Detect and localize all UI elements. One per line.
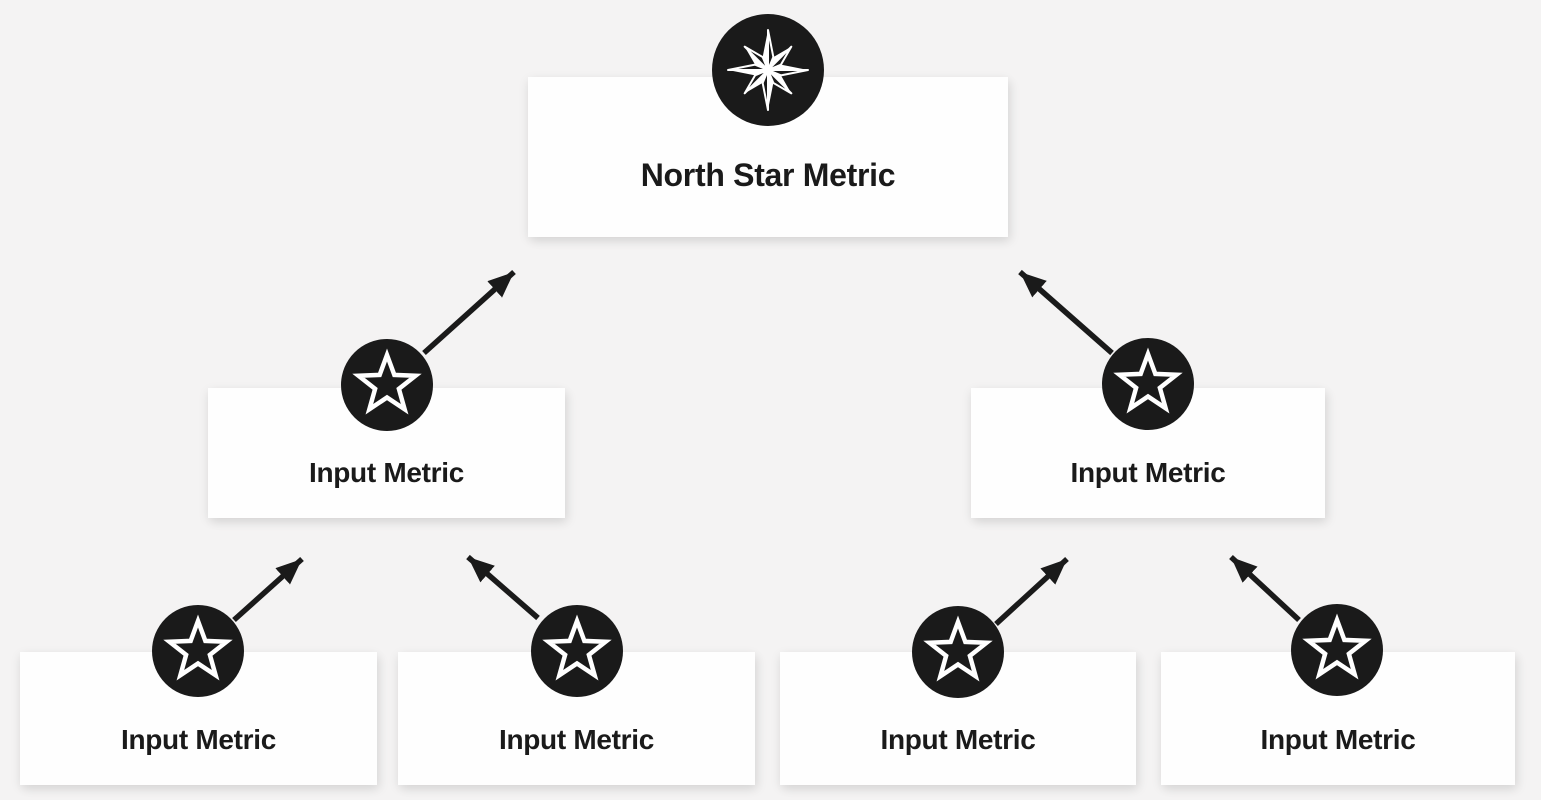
- north-star-compass-icon: [712, 14, 824, 126]
- star-icon: [1102, 338, 1194, 430]
- input-metric-label: Input Metric: [880, 724, 1036, 755]
- star-icon: [152, 605, 244, 697]
- north-star-metric-label: North Star Metric: [640, 156, 896, 193]
- star-icon: [1291, 604, 1383, 696]
- star-icon: [341, 339, 433, 431]
- arrow-input-1-to-input-left: [232, 556, 304, 623]
- star-icon: [912, 606, 1004, 698]
- arrow-input-left-to-north-star: [422, 269, 516, 356]
- arrow-input-3-to-input-right: [994, 556, 1069, 627]
- input-metric-label: Input Metric: [498, 724, 655, 755]
- arrow-input-2-to-input-left: [466, 554, 540, 621]
- input-metric-label: Input Metric: [308, 457, 465, 488]
- arrow-input-right-to-north-star: [1018, 269, 1114, 356]
- input-metric-label: Input Metric: [120, 724, 277, 755]
- input-metric-label: Input Metric: [1260, 724, 1416, 755]
- input-metric-node-1: Input Metric: [20, 652, 377, 785]
- star-icon: [531, 605, 623, 697]
- arrow-input-4-to-input-right: [1229, 554, 1301, 623]
- input-metric-label: Input Metric: [1070, 457, 1226, 488]
- input-metric-node-left: Input Metric: [208, 388, 565, 518]
